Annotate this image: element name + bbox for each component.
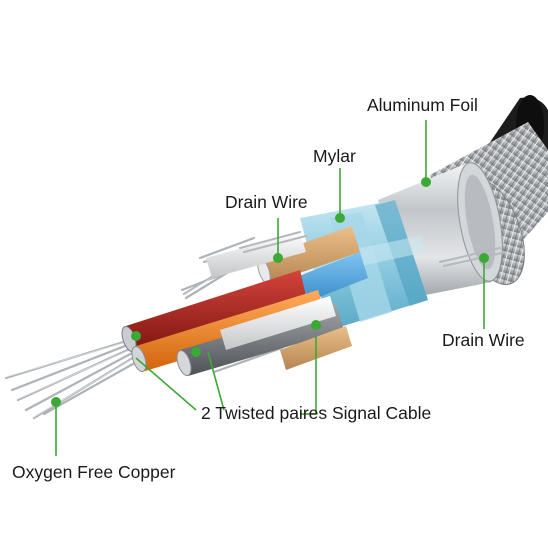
- label-oxygen-free-copper: Oxygen Free Copper: [12, 462, 176, 482]
- callout-dot-copper: [51, 397, 61, 407]
- insulated-wires: [121, 226, 368, 377]
- callout-dot-drain-wire-right: [479, 253, 489, 263]
- label-drain-wire-right: Drain Wire: [442, 330, 525, 350]
- callout-dot-twisted-1: [131, 331, 141, 341]
- callout-dot-twisted-2: [191, 347, 201, 357]
- callout-lines: [55, 120, 485, 456]
- callout-dot-mylar: [335, 213, 345, 223]
- callout-dot-drain-wire-left: [273, 253, 283, 263]
- callout-dot-twisted-3: [311, 320, 321, 330]
- label-twisted-pairs: 2 Twisted paires Signal Cable: [201, 403, 432, 423]
- callout-dots: [51, 177, 489, 407]
- drain-wire-strands: [239, 231, 507, 267]
- label-drain-wire-left: Drain Wire: [225, 192, 308, 212]
- label-aluminum-foil: Aluminum Foil: [367, 95, 478, 115]
- callout-dot-aluminum-foil: [421, 177, 431, 187]
- label-mylar: Mylar: [313, 146, 356, 166]
